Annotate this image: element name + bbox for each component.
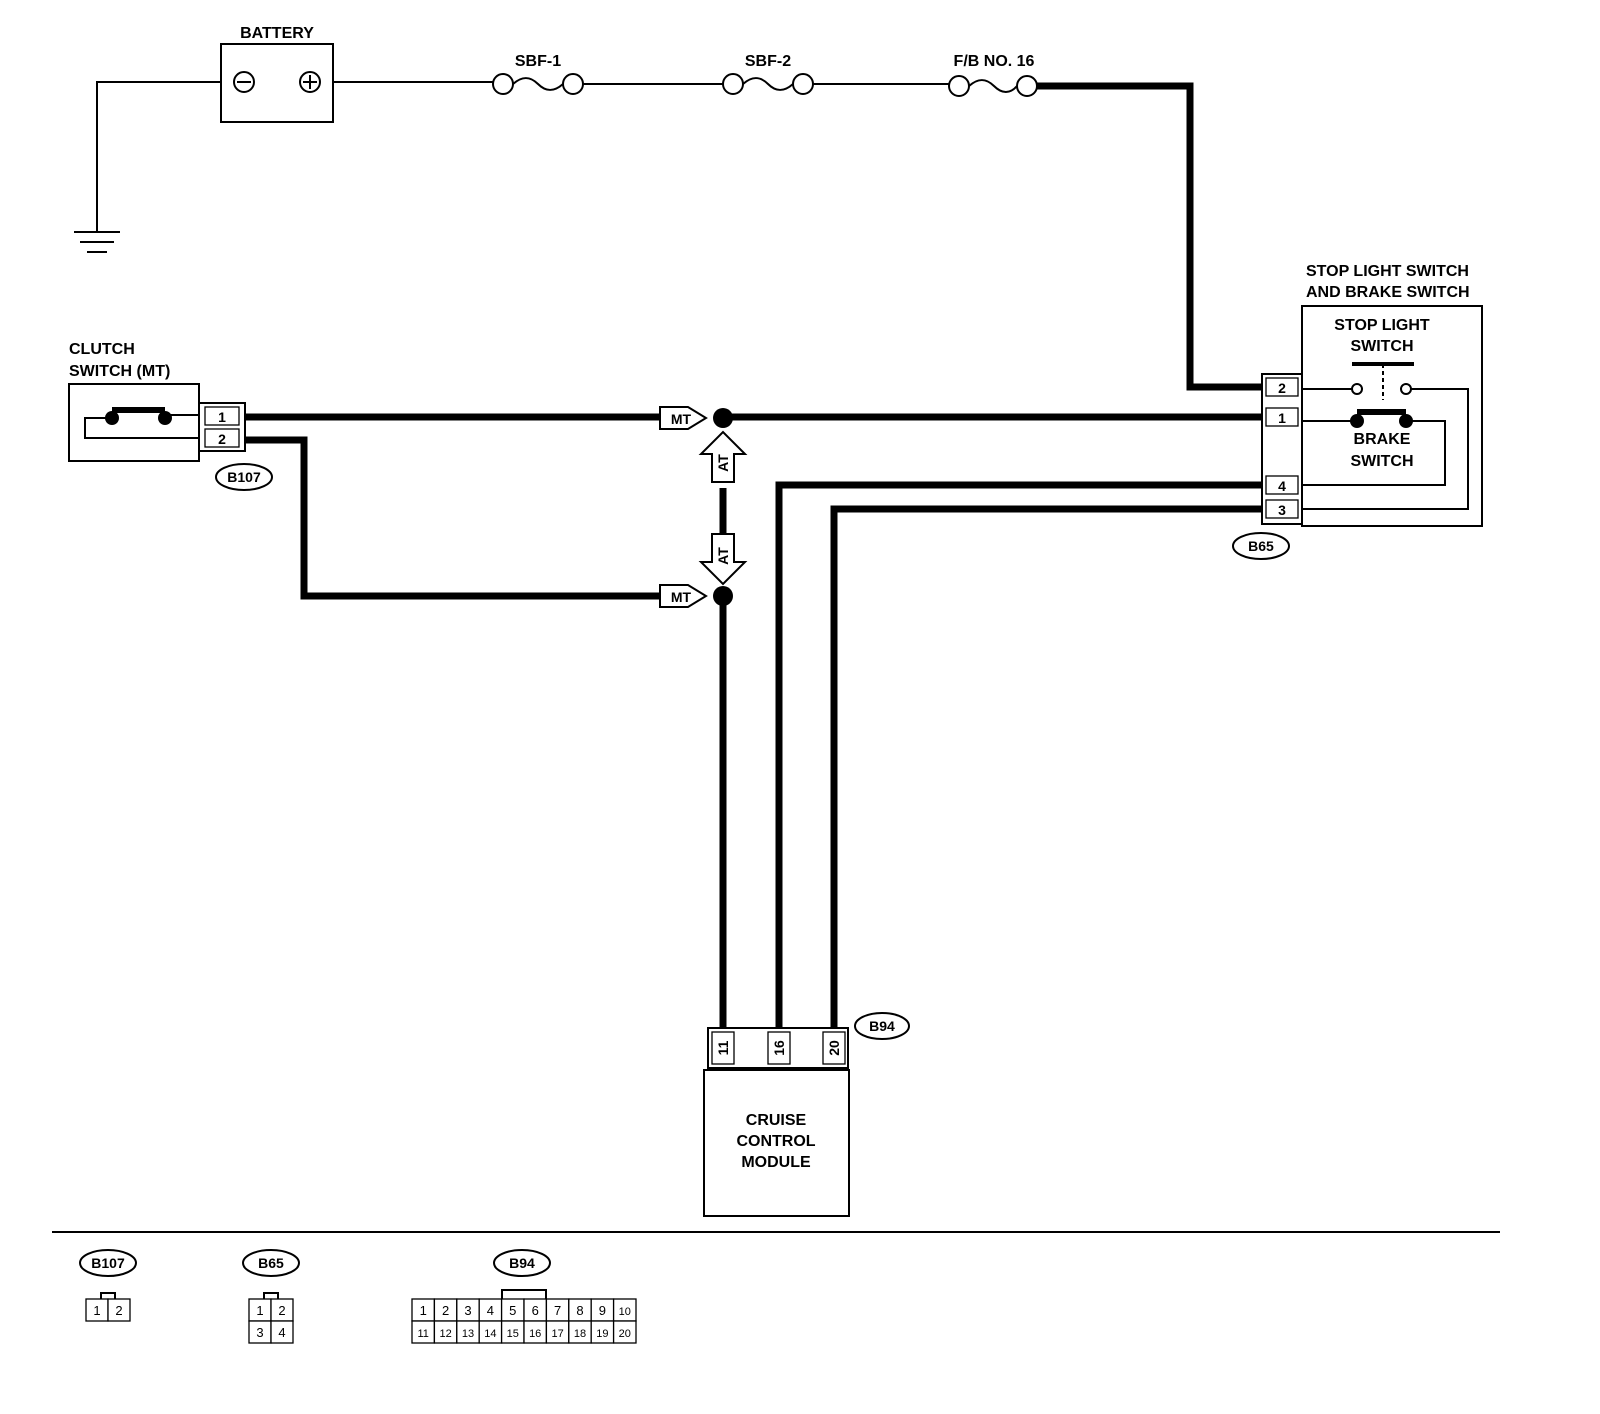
ground-symbol — [74, 231, 120, 253]
b94-legend-cell-label: 10 — [619, 1306, 631, 1318]
b94-legend-cell-label: 16 — [529, 1328, 541, 1340]
clutch-switch-label-1: CLUTCH — [69, 341, 135, 358]
b94-legend-cell-label: 2 — [442, 1303, 449, 1318]
b94-legend-cell-label: 19 — [596, 1328, 608, 1340]
svg-text:B94: B94 — [509, 1255, 535, 1271]
b94-legend-cell-label: 3 — [464, 1303, 471, 1318]
wire-b107-pin2-to-junction — [245, 436, 665, 600]
b65-connector: 2 1 4 3 — [1261, 373, 1303, 525]
b94-legend-cell-label: 20 — [619, 1328, 631, 1340]
b94-pin-20: 20 — [826, 1040, 842, 1056]
b94-tag: B94 — [854, 1012, 910, 1040]
wire-b94-pin16-to-b65-pin4 — [775, 481, 1262, 1028]
svg-text:AT: AT — [715, 547, 731, 565]
svg-text:4: 4 — [278, 1325, 285, 1340]
svg-text:3: 3 — [256, 1325, 263, 1340]
fb-16-label: F/B NO. 16 — [954, 53, 1035, 70]
sbf-2-label: SBF-2 — [745, 53, 791, 70]
legend-b107: B107 1 2 — [79, 1249, 137, 1322]
battery-positive-terminal — [299, 71, 321, 93]
svg-text:B94: B94 — [869, 1018, 895, 1034]
svg-text:AT: AT — [715, 454, 731, 472]
ccm-label-3: MODULE — [741, 1154, 811, 1171]
svg-text:B65: B65 — [258, 1255, 284, 1271]
b107-connector: 1 2 — [198, 402, 246, 452]
sbf-1-label: SBF-1 — [515, 53, 561, 70]
b94-legend-cell-label: 15 — [507, 1328, 519, 1340]
b94-legend-cell — [612, 1320, 637, 1344]
b94-legend-cell-label: 12 — [439, 1328, 451, 1340]
b94-legend-cell-label: 11 — [417, 1328, 428, 1340]
junction-dot-upper — [713, 408, 733, 428]
b94-legend-cell-label: 7 — [554, 1303, 561, 1318]
stop-light-switch-label-1: STOP LIGHT — [1334, 317, 1430, 334]
stop-brake-title-2: AND BRAKE SWITCH — [1306, 284, 1470, 301]
svg-text:B107: B107 — [91, 1255, 125, 1271]
b94-pin-16: 16 — [771, 1040, 787, 1056]
tag-at-upper: AT — [698, 430, 748, 483]
tag-mt-upper: MT — [659, 406, 708, 430]
b94-legend-cell-label: 1 — [420, 1303, 427, 1318]
b94-legend-cell-label: 13 — [462, 1328, 474, 1340]
wire-fuse-to-b65-pin2 — [1037, 82, 1262, 391]
fuse-sbf-1 — [492, 73, 584, 95]
svg-text:B65: B65 — [1248, 538, 1274, 554]
ccm-label-2: CONTROL — [736, 1133, 815, 1150]
ccm-label-1: CRUISE — [746, 1112, 807, 1129]
junction-dot-lower — [713, 586, 733, 606]
stop-light-and-brake-switch: STOP LIGHT SWITCH AND BRAKE SWITCH STOP … — [1301, 263, 1483, 527]
b94-connector: 11 16 20 — [707, 1027, 849, 1069]
clutch-switch-label-2: SWITCH (MT) — [69, 363, 170, 380]
b94-legend-cell-label: 5 — [509, 1303, 516, 1318]
tag-mt-lower: MT — [659, 584, 708, 608]
power-supply-line: BATTERY SBF-1 SBF-2 F/B NO. 16 — [74, 25, 1038, 253]
battery-negative-terminal — [233, 71, 255, 93]
svg-text:2: 2 — [278, 1303, 285, 1318]
stop-light-switch-label-2: SWITCH — [1350, 338, 1413, 355]
b107-pin-1: 1 — [218, 409, 226, 425]
svg-text:B107: B107 — [227, 469, 261, 485]
brake-switch-label-2: SWITCH — [1350, 453, 1413, 470]
b94-legend-cell-label: 17 — [551, 1328, 563, 1340]
cruise-control-module: CRUISE CONTROL MODULE — [703, 1069, 850, 1217]
b65-pin-3: 3 — [1278, 502, 1286, 518]
battery — [220, 43, 334, 123]
tag-at-lower: AT — [698, 533, 748, 586]
clutch-switch: CLUTCH SWITCH (MT) — [68, 341, 200, 462]
fuse-sbf-2 — [722, 73, 814, 95]
brake-switch-label-1: BRAKE — [1354, 431, 1411, 448]
b107-pin-2: 2 — [218, 431, 226, 447]
wire-b94-pin20-to-b65-pin3 — [830, 505, 1262, 1028]
legend-b65: B65 1 2 3 4 — [242, 1249, 300, 1344]
b65-pin-1: 1 — [1278, 410, 1286, 426]
b94-legend-cell-label: 4 — [487, 1303, 494, 1318]
battery-label: BATTERY — [240, 25, 314, 42]
svg-text:2: 2 — [115, 1303, 122, 1318]
b94-legend-cell-label: 18 — [574, 1328, 586, 1340]
svg-text:MT: MT — [671, 411, 692, 427]
stop-brake-title-1: STOP LIGHT SWITCH — [1306, 263, 1469, 280]
b65-pin-2: 2 — [1278, 380, 1286, 396]
fuse-fb-16 — [948, 75, 1038, 97]
b94-pin-11: 11 — [715, 1040, 731, 1055]
svg-text:MT: MT — [671, 589, 692, 605]
svg-text:1: 1 — [93, 1303, 100, 1318]
b94-legend-cell-label: 8 — [576, 1303, 583, 1318]
svg-text:1: 1 — [256, 1303, 263, 1318]
b94-legend-cell-label: 6 — [532, 1303, 539, 1318]
b65-tag: B65 — [1232, 532, 1290, 560]
b65-pin-4: 4 — [1278, 478, 1286, 494]
harness-wires — [245, 82, 1262, 1028]
b94-legend-cell-label: 9 — [599, 1303, 606, 1318]
b107-tag: B107 — [215, 463, 273, 491]
b94-legend-cell-label: 14 — [484, 1328, 496, 1340]
